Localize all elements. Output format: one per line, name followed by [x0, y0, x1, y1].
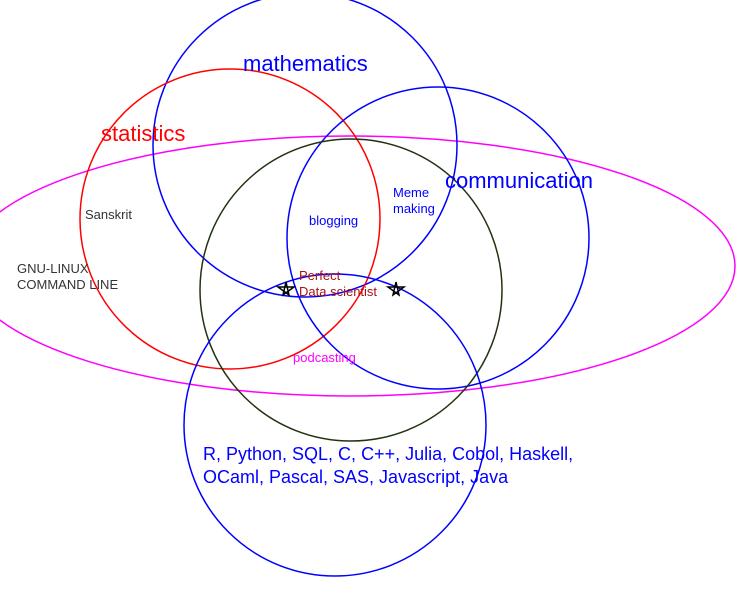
- gnu-linux-ellipse: [0, 135, 736, 397]
- gnu-linux-line1: GNU-LINUX: [17, 261, 89, 276]
- programming-circle: [183, 273, 487, 577]
- meme-line1: Meme: [393, 185, 430, 200]
- mathematics-label: mathematics: [243, 51, 368, 76]
- podcasting-label: podcasting: [293, 350, 356, 365]
- center-circle: [199, 138, 503, 442]
- communication-circle: [286, 86, 590, 390]
- blogging-label: blogging: [309, 213, 359, 228]
- gnu-linux-line2: COMMAND LINE: [17, 276, 119, 292]
- statistics-circle: [79, 68, 381, 370]
- sanskrit-label: Sanskrit: [85, 207, 132, 222]
- statistics-label: statistics: [101, 121, 186, 146]
- perfect-line2: Data scientist: [299, 283, 378, 299]
- perfect-data-scientist-label: Perfect Data scientist: [299, 268, 377, 299]
- meme-line2: making: [393, 200, 435, 216]
- perfect-line1: Perfect: [299, 268, 341, 283]
- programming-line1: R, Python, SQL, C, C++, Julia, Cobol, Ha…: [203, 444, 574, 464]
- programming-line2: OCaml, Pascal, SAS, Javascript, Java: [203, 467, 509, 487]
- programming-label: R, Python, SQL, C, C++, Julia, Cobol, Ha…: [203, 443, 573, 489]
- star-icon: [385, 281, 407, 297]
- star-icon: [275, 281, 297, 297]
- gnu-linux-label: GNU-LINUX COMMAND LINE: [17, 261, 118, 292]
- communication-label: communication: [445, 168, 593, 193]
- meme-making-label: Meme making: [393, 185, 435, 216]
- mathematics-circle: [152, 0, 458, 298]
